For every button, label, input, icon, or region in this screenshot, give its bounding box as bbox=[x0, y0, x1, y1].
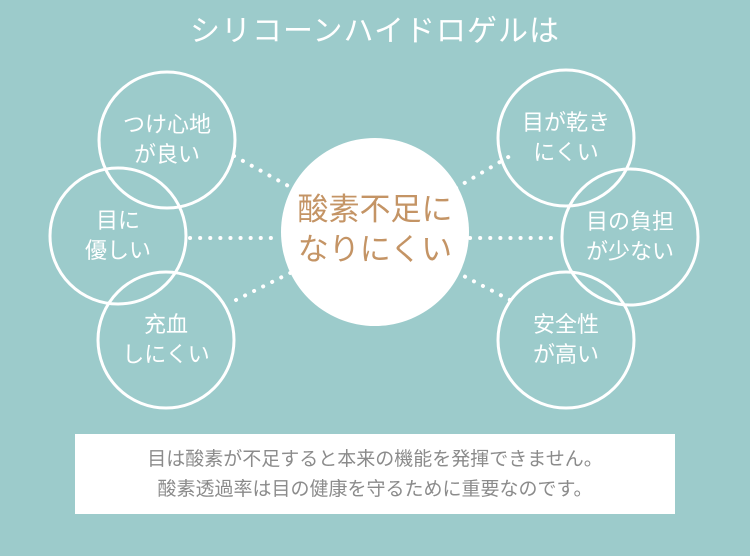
label-line: 優しい bbox=[84, 239, 151, 264]
explanation-line: 酸素透過率は目の健康を守るために重要なのです。 bbox=[157, 478, 593, 500]
center-line: なりにくい bbox=[297, 232, 453, 268]
center-line: 酸素不足に bbox=[297, 192, 453, 228]
label-line: 目の負担 bbox=[585, 210, 674, 235]
label-line: しにくい bbox=[122, 343, 210, 368]
circle-anzensei bbox=[496, 270, 636, 410]
label-line: が良い bbox=[133, 143, 200, 168]
label-line: 安全性 bbox=[532, 313, 599, 338]
label-line: が少ない bbox=[585, 240, 674, 265]
circle-me-ga-kawaki bbox=[496, 68, 636, 208]
connector-bottom-right bbox=[454, 270, 512, 302]
label-line: が高い bbox=[532, 343, 599, 368]
circle-tsukegokochi bbox=[97, 70, 237, 210]
explanation-line: 目は酸素が不足すると本来の機能を発揮できません。 bbox=[147, 448, 603, 470]
circle-label-juketsu: 充血 しにくい bbox=[96, 311, 236, 371]
circle-me-no-futan bbox=[560, 167, 700, 307]
label-line: 充血 bbox=[143, 313, 188, 338]
label-line: つけ心地 bbox=[122, 113, 211, 138]
circle-label-anzensei: 安全性 が高い bbox=[496, 311, 636, 371]
circle-label-tsukegokochi: つけ心地 が良い bbox=[97, 111, 237, 171]
connector-top-left bbox=[232, 154, 294, 190]
circle-meni-yasashii bbox=[48, 166, 188, 306]
circle-label-me-ga-kawaki: 目が乾き にくい bbox=[496, 109, 636, 169]
center-label: 酸素不足に なりにくい bbox=[290, 190, 460, 270]
connector-bottom-left bbox=[234, 270, 294, 302]
circle-juketsu bbox=[96, 270, 236, 410]
label-line: 目に bbox=[95, 209, 140, 234]
page-title: シリコーンハイドロゲルは bbox=[190, 14, 560, 49]
center-circle bbox=[281, 138, 469, 326]
label-line: 目が乾き bbox=[521, 111, 610, 136]
explanation-box: 目は酸素が不足すると本来の機能を発揮できません。 酸素透過率は目の健康を守るため… bbox=[75, 434, 675, 514]
circle-label-meni-yasashii: 目に 優しい bbox=[48, 207, 188, 267]
circle-label-me-no-futan: 目の負担 が少ない bbox=[560, 208, 700, 268]
label-line: にくい bbox=[533, 141, 599, 166]
